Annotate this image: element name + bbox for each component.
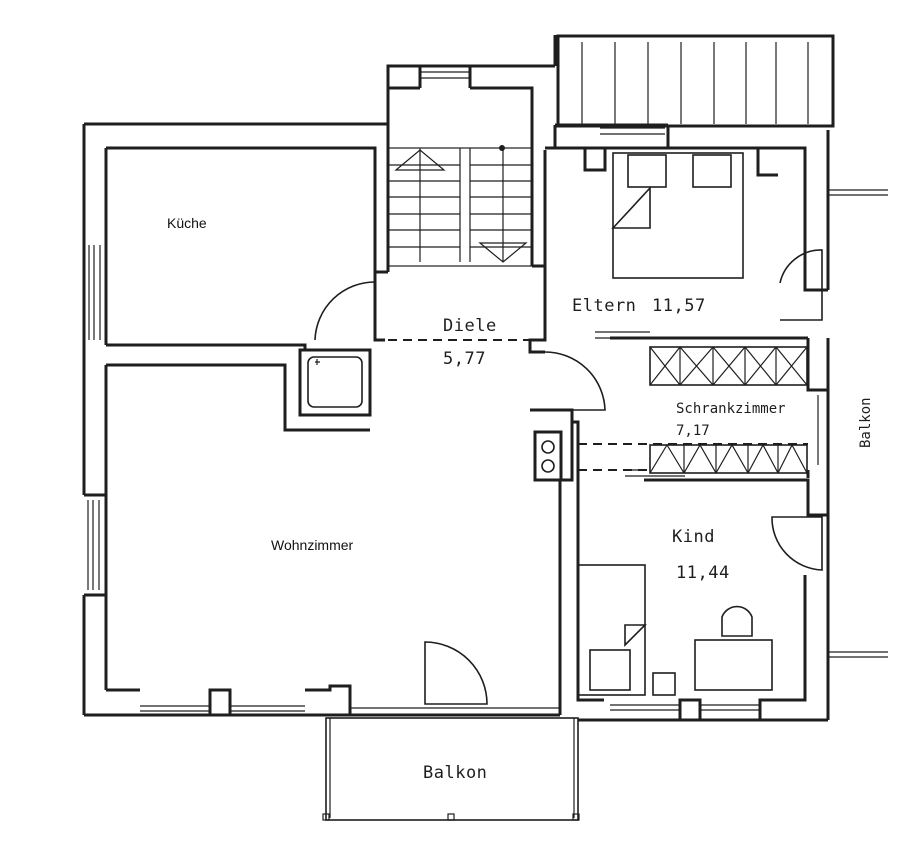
- room-label-diele: Diele: [443, 316, 497, 336]
- room-area-schrankzimmer: 7,17: [676, 423, 710, 439]
- interior-walls: [106, 123, 830, 722]
- staircase: [387, 145, 533, 267]
- room-label-balkon-sued: Balkon: [423, 763, 487, 783]
- furniture: [577, 152, 773, 696]
- wardrobes: [649, 346, 808, 474]
- room-label-wohnzimmer: Wohnzimmer: [271, 537, 354, 553]
- room-labels: Küche Diele 5,77 Eltern 11,57 Schrankzim…: [167, 215, 874, 783]
- room-label-eltern: Eltern: [572, 296, 636, 316]
- room-area-eltern: 11,57: [652, 296, 706, 316]
- room-area-kind: 11,44: [676, 563, 730, 583]
- room-area-diele: 5,77: [443, 349, 486, 369]
- doors: [314, 249, 823, 705]
- balconies: [322, 34, 888, 821]
- dashed-dividers: [388, 339, 808, 471]
- room-label-kueche: Küche: [167, 215, 207, 231]
- outer-walls: [82, 35, 560, 717]
- room-label-schrankzimmer: Schrankzimmer: [676, 401, 786, 417]
- room-label-kind: Kind: [672, 527, 715, 547]
- room-label-balkon-ost: Balkon: [858, 397, 874, 448]
